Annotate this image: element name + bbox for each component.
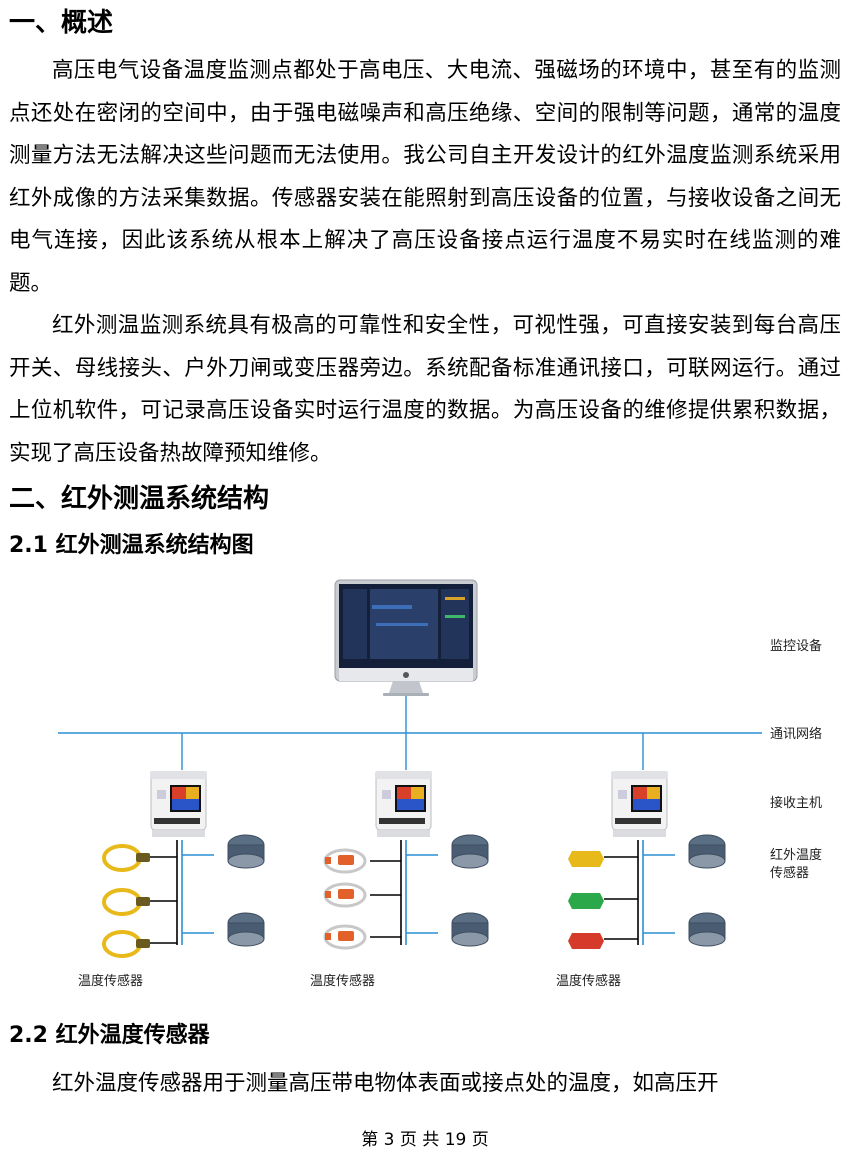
- section-1-paragraph-2: 红外测温监测系统具有极高的可靠性和安全性，可视性强，可直接安装到每台高压开关、母…: [9, 313, 841, 466]
- section-2-title: 二、红外测温系统结构: [9, 484, 270, 514]
- label-ir-sensor-line1: 红外温度: [770, 847, 822, 863]
- temperature-sensor-clips: [568, 851, 604, 949]
- section-1-paragraph-1: 高压电气设备温度监测点都处于高电压、大电流、强磁场的环境中，甚至有的监测点还处在…: [9, 58, 841, 296]
- label-monitor: 监控设备: [770, 638, 822, 654]
- section-1-title: 一、概述: [9, 8, 114, 38]
- network-lines: [58, 696, 762, 770]
- label-temp-sensor-3: 温度传感器: [556, 973, 621, 989]
- system-structure-diagram: 监控设备 通讯网络 接收主机 红外温度 传感器 温度传感器 温度传感器 温度传感…: [58, 579, 822, 989]
- receiver-host-3: [611, 771, 668, 837]
- label-network: 通讯网络: [770, 726, 822, 742]
- section-2-2-title: 2.2 红外温度传感器: [9, 1023, 210, 1048]
- section-2-1-title: 2.1 红外测温系统结构图: [9, 533, 254, 558]
- receiver-host-1: [150, 771, 207, 837]
- bus-lines: [148, 840, 675, 945]
- infrared-sensors: [227, 834, 726, 947]
- section-2-2-paragraph-1: 红外温度传感器用于测量高压带电物体表面或接点处的温度，如高压开: [52, 1071, 719, 1096]
- label-ir-sensor-line2: 传感器: [770, 865, 809, 881]
- receiver-host-2: [375, 771, 432, 837]
- page-footer: 第 3 页 共 19 页: [361, 1130, 489, 1150]
- monitor-device: [334, 579, 478, 696]
- label-temp-sensor-2: 温度传感器: [310, 973, 375, 989]
- label-temp-sensor-1: 温度传感器: [78, 973, 143, 989]
- label-host: 接收主机: [770, 795, 822, 811]
- temperature-sensor-coils-yellow: [102, 844, 142, 958]
